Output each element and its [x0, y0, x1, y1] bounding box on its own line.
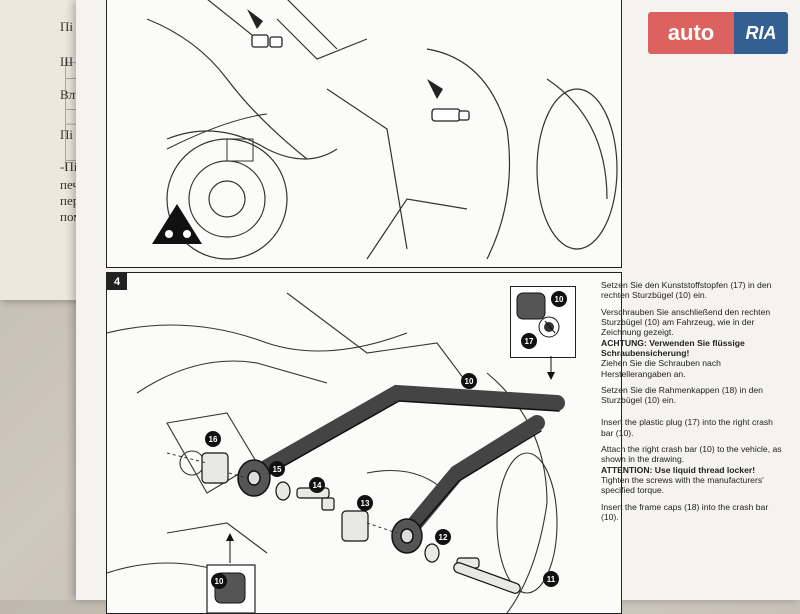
- instruction-en-3: Tighten the screws with the manufacturer…: [601, 475, 764, 496]
- bg-fragment: Пі: [60, 127, 73, 142]
- instruction-text: Setzen Sie den Kunststoffstopfen (17) in…: [601, 280, 786, 528]
- instruction-de-2: Verschrauben Sie anschließend den rechte…: [601, 306, 771, 338]
- instruction-en-2: Attach the right crash bar (10) to the v…: [601, 444, 782, 465]
- part-label-13: 13: [357, 495, 373, 511]
- instruction-de-4: Setzen Sie die Rahmenkappen (18) in den …: [601, 384, 763, 406]
- instruction-de-1: Setzen Sie den Kunststoffstopfen (17) in…: [601, 280, 772, 301]
- callout-label-10: 10: [211, 573, 227, 589]
- part-label-12: 12: [435, 529, 451, 545]
- part-label-16: 16: [205, 431, 221, 447]
- logo-auto-text: auto: [648, 12, 734, 54]
- english-instructions: Insert the plastic plug (17) into the ri…: [601, 417, 786, 522]
- spacer-16: [201, 452, 229, 484]
- step-number: 4: [107, 273, 127, 290]
- instruction-en-1: Insert the plastic plug (17) into the ri…: [601, 417, 773, 438]
- bg-fragment: Ш: [60, 54, 74, 69]
- instruction-de-3: Ziehen Sie die Schrauben nach Hersteller…: [601, 358, 721, 379]
- bg-fragment: Вл: [60, 87, 76, 102]
- warning-de: ACHTUNG: Verwenden Sie flüssige Schraube…: [601, 337, 745, 358]
- motorcycle-frame-drawing-top: [146, 0, 618, 260]
- background-paper: Пі Ш Вл Пі -Пі печ пере пом: [0, 0, 90, 300]
- part-label-17: 17: [521, 333, 537, 349]
- auto-ria-watermark-logo: auto RIA: [648, 12, 788, 54]
- part-label-11: 11: [543, 571, 559, 587]
- spacer-13: [341, 510, 369, 542]
- warning-en: ATTENTION: Use liquid thread locker!: [601, 464, 756, 475]
- bg-fragment: Пі: [60, 19, 73, 34]
- part-label-15: 15: [269, 461, 285, 477]
- part-label-10: 10: [461, 373, 477, 389]
- bg-fragment: печ: [60, 177, 79, 192]
- logo-ria-text: RIA: [734, 12, 788, 54]
- callout-label-10: 10: [551, 291, 567, 307]
- callout-pointer: [547, 356, 555, 380]
- plug-callout: 10 17: [510, 286, 576, 358]
- drawing-panel-previous-step: [106, 0, 622, 268]
- part-label-14: 14: [309, 477, 325, 493]
- motorbike-warning-icon: [152, 204, 202, 244]
- plug-callout-drawing: [516, 292, 560, 338]
- bg-fragment: -Пі: [60, 159, 78, 174]
- instruction-en-4: Insert the frame caps (18) into the cras…: [601, 501, 769, 522]
- instruction-sheet: 4: [76, 0, 800, 614]
